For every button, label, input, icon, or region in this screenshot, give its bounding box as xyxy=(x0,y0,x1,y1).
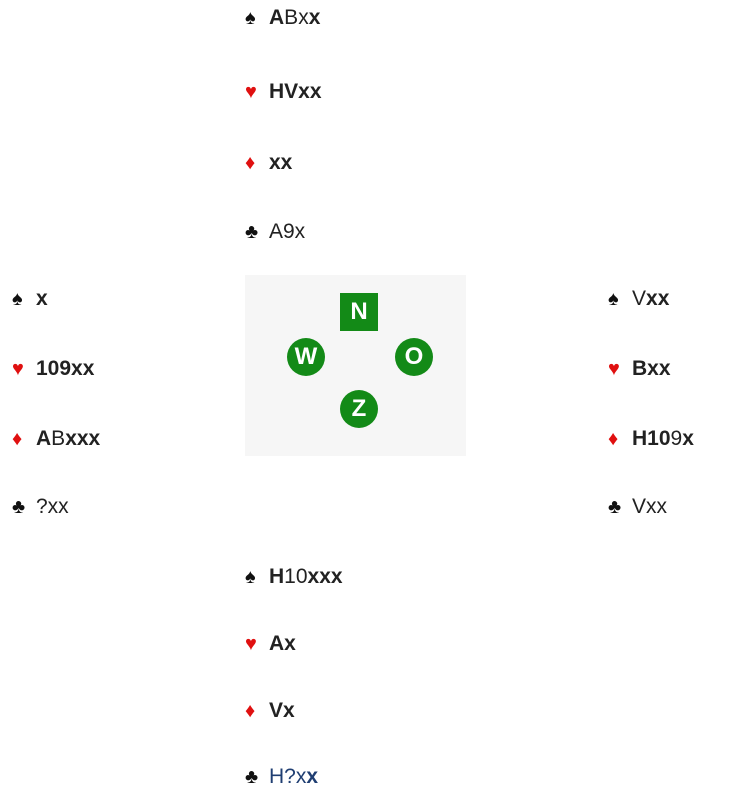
club-icon: ♣ xyxy=(245,766,259,788)
card: A9x xyxy=(269,220,306,243)
north-clubs: ♣ A9x xyxy=(245,219,305,245)
spade-icon: ♠ xyxy=(608,288,619,310)
heart-icon: ♥ xyxy=(245,81,257,103)
card: x xyxy=(36,287,48,310)
diamond-icon: ♦ xyxy=(245,152,256,174)
club-icon: ♣ xyxy=(245,221,259,243)
card: H xyxy=(269,565,285,588)
south-diamonds: ♦ Vx xyxy=(245,698,295,724)
compass: N W O Z xyxy=(245,275,466,456)
card: xxx xyxy=(65,427,101,450)
club-icon: ♣ xyxy=(12,496,26,518)
north-hearts: ♥ HVxx xyxy=(245,79,322,105)
card: xx xyxy=(646,287,670,310)
card: Vx xyxy=(269,699,295,722)
card: 9 xyxy=(670,427,683,450)
diamond-icon: ♦ xyxy=(608,428,619,450)
south-hearts: ♥ Ax xyxy=(245,631,296,657)
card: HVxx xyxy=(269,80,322,103)
card: xxx xyxy=(307,565,343,588)
card: H?x xyxy=(269,765,307,788)
card: Bxx xyxy=(632,357,671,380)
east-clubs: ♣ Vxx xyxy=(608,494,667,520)
west-marker: W xyxy=(287,338,325,376)
south-spades: ♠ H10xxx xyxy=(245,564,343,590)
card: A xyxy=(269,6,285,29)
card: Ax xyxy=(269,632,296,655)
north-marker: N xyxy=(340,293,378,331)
heart-icon: ♥ xyxy=(608,358,620,380)
south-clubs: ♣ H?xx xyxy=(245,764,318,790)
east-hearts: ♥ Bxx xyxy=(608,356,671,382)
card: Vxx xyxy=(632,495,668,518)
card: x xyxy=(306,765,319,788)
east-diamonds: ♦ H109x xyxy=(608,426,694,452)
card: 109xx xyxy=(36,357,95,380)
west-diamonds: ♦ ABxxx xyxy=(12,426,100,452)
south-marker: Z xyxy=(340,390,378,428)
card: xx xyxy=(269,151,293,174)
north-spades: ♠ ABxx xyxy=(245,5,320,31)
north-diamonds: ♦ xx xyxy=(245,150,292,176)
west-spades: ♠x xyxy=(12,286,48,312)
card: x xyxy=(298,6,309,29)
east-spades: ♠ Vxx xyxy=(608,286,669,312)
diamond-icon: ♦ xyxy=(245,700,256,722)
heart-icon: ♥ xyxy=(12,358,24,380)
heart-icon: ♥ xyxy=(245,633,257,655)
east-marker: O xyxy=(395,338,433,376)
spade-icon: ♠ xyxy=(245,566,256,588)
card: x xyxy=(682,427,694,450)
west-clubs: ♣ ?xx xyxy=(12,494,69,520)
card: B xyxy=(51,427,66,450)
card: 10 xyxy=(284,565,308,588)
card: V xyxy=(632,287,647,310)
spade-icon: ♠ xyxy=(12,288,23,310)
spade-icon: ♠ xyxy=(245,7,256,29)
card: A xyxy=(36,427,52,450)
card: x xyxy=(308,6,321,29)
card: B xyxy=(284,6,299,29)
card: ?xx xyxy=(36,495,69,518)
west-hearts: ♥ 109xx xyxy=(12,356,94,382)
card: H10 xyxy=(632,427,671,450)
club-icon: ♣ xyxy=(608,496,622,518)
diamond-icon: ♦ xyxy=(12,428,23,450)
